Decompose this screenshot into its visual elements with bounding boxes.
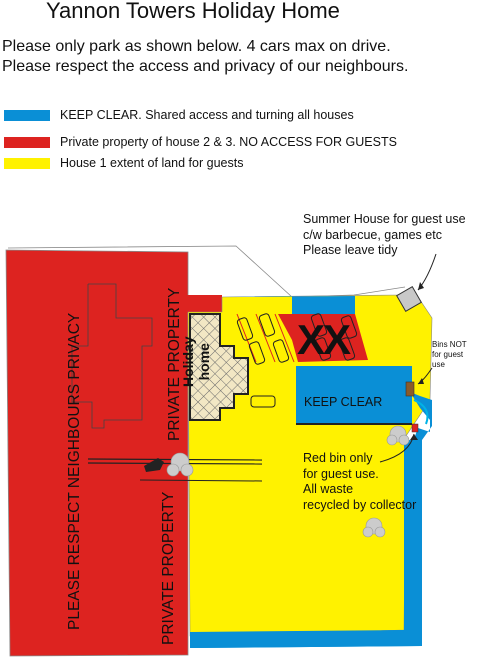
- tree-icons: [166, 425, 410, 538]
- red-bin-icon: [411, 423, 419, 433]
- bay-line: [274, 313, 295, 363]
- arrowheads: [410, 282, 424, 440]
- private-property-label-bottom: PRIVATE PROPERTY: [160, 491, 177, 645]
- page-title: Yannon Towers Holiday Home: [46, 0, 340, 23]
- legend-swatch-red: [4, 136, 50, 148]
- legend-item-yellow: House 1 extent of land for guests: [4, 155, 243, 171]
- legend-item-red: Private property of house 2 & 3. NO ACCE…: [4, 134, 397, 150]
- neighbour-red-area: [5, 249, 189, 657]
- bay-line: [255, 313, 276, 363]
- red-strip-top: [186, 295, 222, 313]
- shared-access-blue: [222, 296, 355, 314]
- gate-icon: [144, 458, 164, 472]
- fence-line: [139, 479, 263, 482]
- bay-line: [236, 313, 257, 363]
- keep-clear-label: KEEP CLEAR: [304, 395, 383, 409]
- summer-house-icon: [396, 286, 422, 312]
- legend-item-blue: KEEP CLEAR. Shared access and turning al…: [4, 107, 354, 123]
- bins-icon: [405, 381, 415, 397]
- car-outline: [250, 395, 276, 408]
- legend-swatch-blue: [4, 109, 50, 121]
- legend-label: House 1 extent of land for guests: [60, 156, 244, 170]
- neighbours-privacy-label: PLEASE RESPECT NEIGHBOURS PRIVACY: [66, 312, 83, 630]
- bins-not-for-guests-label: Bins NOT for guest use: [432, 340, 467, 369]
- keep-clear-block: [296, 366, 412, 424]
- legend-swatch-yellow: [4, 157, 50, 169]
- no-parking-xx: XX: [297, 316, 351, 363]
- private-property-label-top: PRIVATE PROPERTY: [166, 287, 183, 441]
- holiday-home-building: [189, 313, 249, 421]
- instruction-line-2: Please respect the access and privacy of…: [2, 58, 409, 75]
- instruction-line-1: Please only park as shown below. 4 cars …: [2, 38, 391, 55]
- legend-label: KEEP CLEAR. Shared access and turning al…: [60, 108, 354, 122]
- neighbour-building-outline: [71, 283, 153, 429]
- legend-label: Private property of house 2 & 3. NO ACCE…: [60, 135, 397, 149]
- parked-cars: [236, 313, 358, 365]
- holiday-home-label: Holiday home: [180, 336, 212, 387]
- red-bin-label: Red bin only for guest use. All waste re…: [303, 451, 417, 512]
- gate-arc: [413, 399, 429, 425]
- summer-house-label: Summer House for guest use c/w barbecue,…: [303, 212, 466, 257]
